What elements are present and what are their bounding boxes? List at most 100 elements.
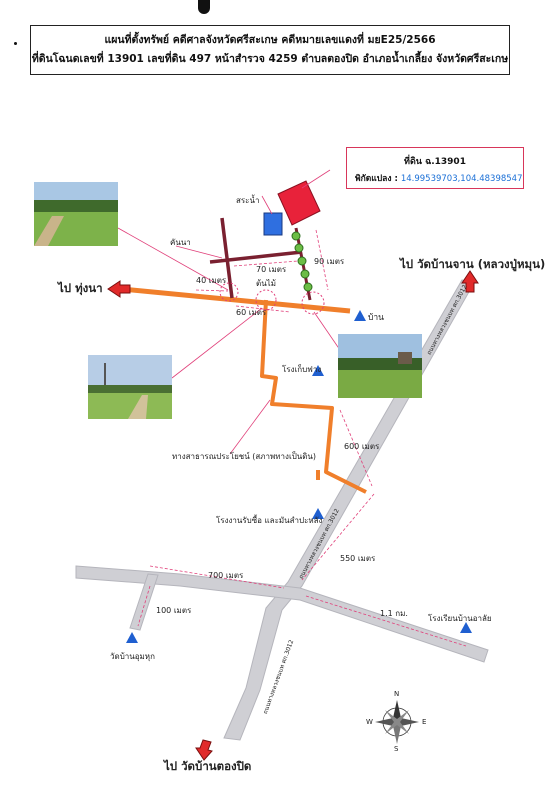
compass-north-point: [393, 700, 401, 722]
compass-se-point: [397, 722, 409, 734]
label-dist-550: 550 เมตร: [340, 554, 376, 563]
circle-house: [301, 291, 325, 315]
circle-junction-west: [219, 282, 239, 302]
dist-line-600: [339, 409, 373, 487]
tree-icon: [294, 243, 304, 253]
title-line-2: ที่ดินโฉนดเลขที่ 13901 เลขที่ดิน 497 หน้…: [31, 53, 509, 65]
leader-infobox: [301, 169, 331, 189]
label-to-thungna: ไป ทุ่งนา: [58, 281, 103, 295]
compass-east-point: [397, 718, 419, 726]
arrow-south-icon: [195, 739, 213, 761]
photo-field-3-image: [338, 334, 422, 398]
factory-landmark-icon: [312, 508, 324, 519]
dist-line-60: [235, 305, 291, 313]
label-rice-mill: โรงเก็บฟาง: [282, 365, 322, 374]
compass-s: S: [394, 745, 399, 753]
dist-line-40: [195, 289, 229, 292]
coord-label: พิกัดแปลง :: [355, 174, 401, 184]
tree-icon: [297, 256, 307, 266]
photo-leaders: [117, 169, 341, 455]
leader-photo-1: [117, 227, 229, 291]
label-dist-100: 100 เมตร: [156, 606, 192, 615]
photo-field-1-image: [34, 182, 118, 246]
label-to-wat-ban-chan: ไป วัดบ้านจาน (หลวงปู่หมุน): [400, 257, 546, 271]
site-photo-field-1: [34, 182, 118, 246]
compass-n: N: [394, 690, 400, 698]
compass-south-point: [393, 722, 401, 744]
label-dist-600: 600 เมตร: [344, 442, 380, 451]
label-dist-700: 700 เมตร: [208, 571, 244, 580]
leader-public-path: [229, 399, 271, 455]
school-landmark-icon: [460, 622, 472, 633]
tree-icon: [303, 282, 313, 292]
tree-icon: [300, 269, 310, 279]
label-cassava-plant: โรงงานรับซื้อ และมันสำปะหลัง: [216, 516, 323, 525]
parcel-title: ที่ดิน ฉ.13901: [404, 157, 466, 167]
public-dirt-path: [260, 299, 367, 494]
photo-field-2-image: [88, 355, 172, 419]
title-line-1: แผนที่ตั้งทรัพย์ คดีศาลจังหวัดศรีสะเกษ ค…: [104, 34, 436, 46]
dirt-road-west: [121, 286, 351, 314]
compass-w: W: [366, 718, 373, 726]
side-road-wat: [129, 573, 159, 631]
highway-cross-road: [75, 565, 489, 663]
rice-mill-landmark-icon: [312, 365, 324, 376]
label-dike: คันนา: [170, 238, 191, 247]
dike-vertical-left: [220, 217, 234, 299]
label-dist-1-1km: 1.1 กม.: [380, 609, 408, 618]
dist-line-1-1km: [305, 595, 467, 647]
boundary-trees: [291, 231, 313, 292]
temple-landmark-icon: [126, 632, 138, 643]
arrow-west-icon: [107, 280, 131, 298]
label-house: บ้าน: [368, 313, 384, 323]
arrow-northeast-icon: [461, 270, 479, 293]
margin-dot: [14, 42, 17, 45]
direction-arrows: [107, 270, 479, 761]
location-circles: [219, 282, 325, 315]
compass-nw-point: [385, 710, 397, 722]
parcel-info-box: ที่ดิน ฉ.13901 พิกัดแปลง : 14.99539703,1…: [346, 147, 524, 189]
distance-lines: [137, 229, 467, 647]
leader-dike: [175, 245, 223, 259]
label-dist-70: 70 เมตร: [256, 265, 287, 274]
leader-photo-3: [313, 311, 341, 351]
dist-line-70: [233, 260, 299, 267]
label-to-wat-tong-pid: ไป วัดบ้านตองปิด: [164, 759, 252, 773]
label-wat-nong-pho: วัดบ้านอุมหุก: [110, 652, 155, 661]
compass-sw-point: [385, 722, 397, 734]
compass-rose: [375, 700, 419, 744]
label-school: โรงเรียนบ้านอาลัย: [428, 614, 492, 623]
parcel-coordinates: พิกัดแปลง : 14.99539703,104.48398547: [355, 171, 523, 185]
label-dist-40: 40 เมตร: [196, 276, 227, 285]
dist-line-700: [149, 565, 285, 589]
parcel-13901-marker: [277, 180, 321, 226]
site-photo-field-2: [88, 355, 172, 419]
highway-network: [75, 279, 489, 741]
dirt-roads: [121, 286, 367, 494]
label-public-path: ทางสาธารณประโยชน์ (สภาพทางเป็นดิน): [172, 452, 317, 461]
compass-e: E: [422, 718, 427, 726]
pond-marker: [263, 212, 283, 236]
label-tree: ต้นไม้: [256, 279, 276, 288]
compass-ne-point: [397, 710, 409, 722]
coord-value: 14.99539703,104.48398547: [400, 174, 523, 184]
header-mark: [198, 0, 210, 14]
leader-pond: [261, 195, 273, 215]
circle-tree: [255, 289, 277, 311]
label-pond: สระน้ำ: [236, 196, 260, 205]
dist-line-100: [137, 585, 151, 627]
label-dist-90: 90 เมตร: [314, 257, 345, 266]
site-photo-field-3: [338, 334, 422, 398]
highway-3012-main: [223, 279, 475, 741]
dist-line-90: [315, 229, 329, 291]
label-dist-60: 60 เมตร: [236, 308, 267, 317]
dist-line-550: [301, 493, 375, 581]
leader-photo-2: [171, 307, 263, 379]
tree-icon: [291, 231, 301, 241]
map-title-box: แผนที่ตั้งทรัพย์ คดีศาลจังหวัดศรีสะเกษ ค…: [30, 25, 510, 75]
dike-horizontal: [209, 250, 303, 264]
compass-west-point: [375, 718, 397, 726]
landmarks: [126, 310, 472, 643]
house-landmark-icon: [354, 310, 366, 321]
